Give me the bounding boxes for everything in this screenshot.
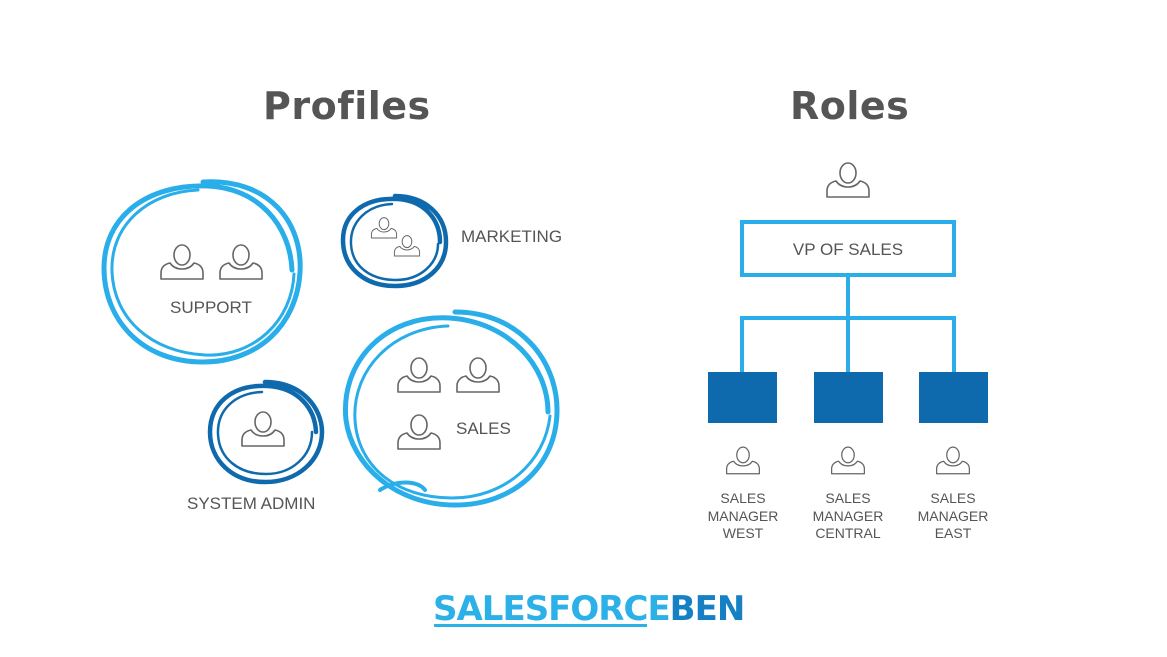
logo-underline — [434, 624, 647, 627]
sales-circle — [342, 309, 560, 508]
manager-west-label: SALES MANAGER WEST — [707, 490, 779, 541]
vp-person-icon — [826, 162, 870, 198]
sales-label: SALES — [456, 419, 511, 438]
manager-east-person-icon — [935, 446, 971, 475]
logo-part-salesforce: SALESFORCE — [433, 589, 671, 629]
support-person-1-icon — [160, 244, 204, 280]
manager-west-box — [708, 372, 777, 423]
sales-person-1-icon — [397, 357, 441, 393]
marketing-label: MARKETING — [461, 227, 563, 246]
marketing-person-1-icon — [370, 217, 398, 239]
hierarchy-connectors — [740, 275, 956, 372]
manager-east-label: SALES MANAGER EAST — [917, 490, 989, 541]
manager-west-person-icon — [725, 446, 761, 475]
marketing-circle — [340, 193, 449, 289]
marketing-person-2-icon — [393, 235, 421, 257]
salesforceben-logo: SALESFORCEBEN — [433, 589, 746, 629]
profiles-title: Profiles — [263, 84, 431, 128]
system-admin-label: SYSTEM ADMIN — [187, 494, 316, 513]
support-person-2-icon — [219, 244, 263, 280]
support-label: SUPPORT — [170, 298, 252, 317]
system-admin-person-icon — [241, 411, 285, 447]
sales-person-3-icon — [397, 414, 441, 450]
vp-label: VP OF SALES — [792, 240, 904, 259]
manager-central-label: SALES MANAGER CENTRAL — [812, 490, 884, 541]
roles-title: Roles — [790, 84, 910, 128]
sales-person-2-icon — [456, 357, 500, 393]
manager-central-box — [814, 372, 883, 423]
support-circle — [101, 179, 303, 365]
manager-east-box — [919, 372, 988, 423]
manager-central-person-icon — [830, 446, 866, 475]
logo-part-ben: BEN — [669, 589, 746, 629]
system-admin-circle — [207, 379, 325, 485]
